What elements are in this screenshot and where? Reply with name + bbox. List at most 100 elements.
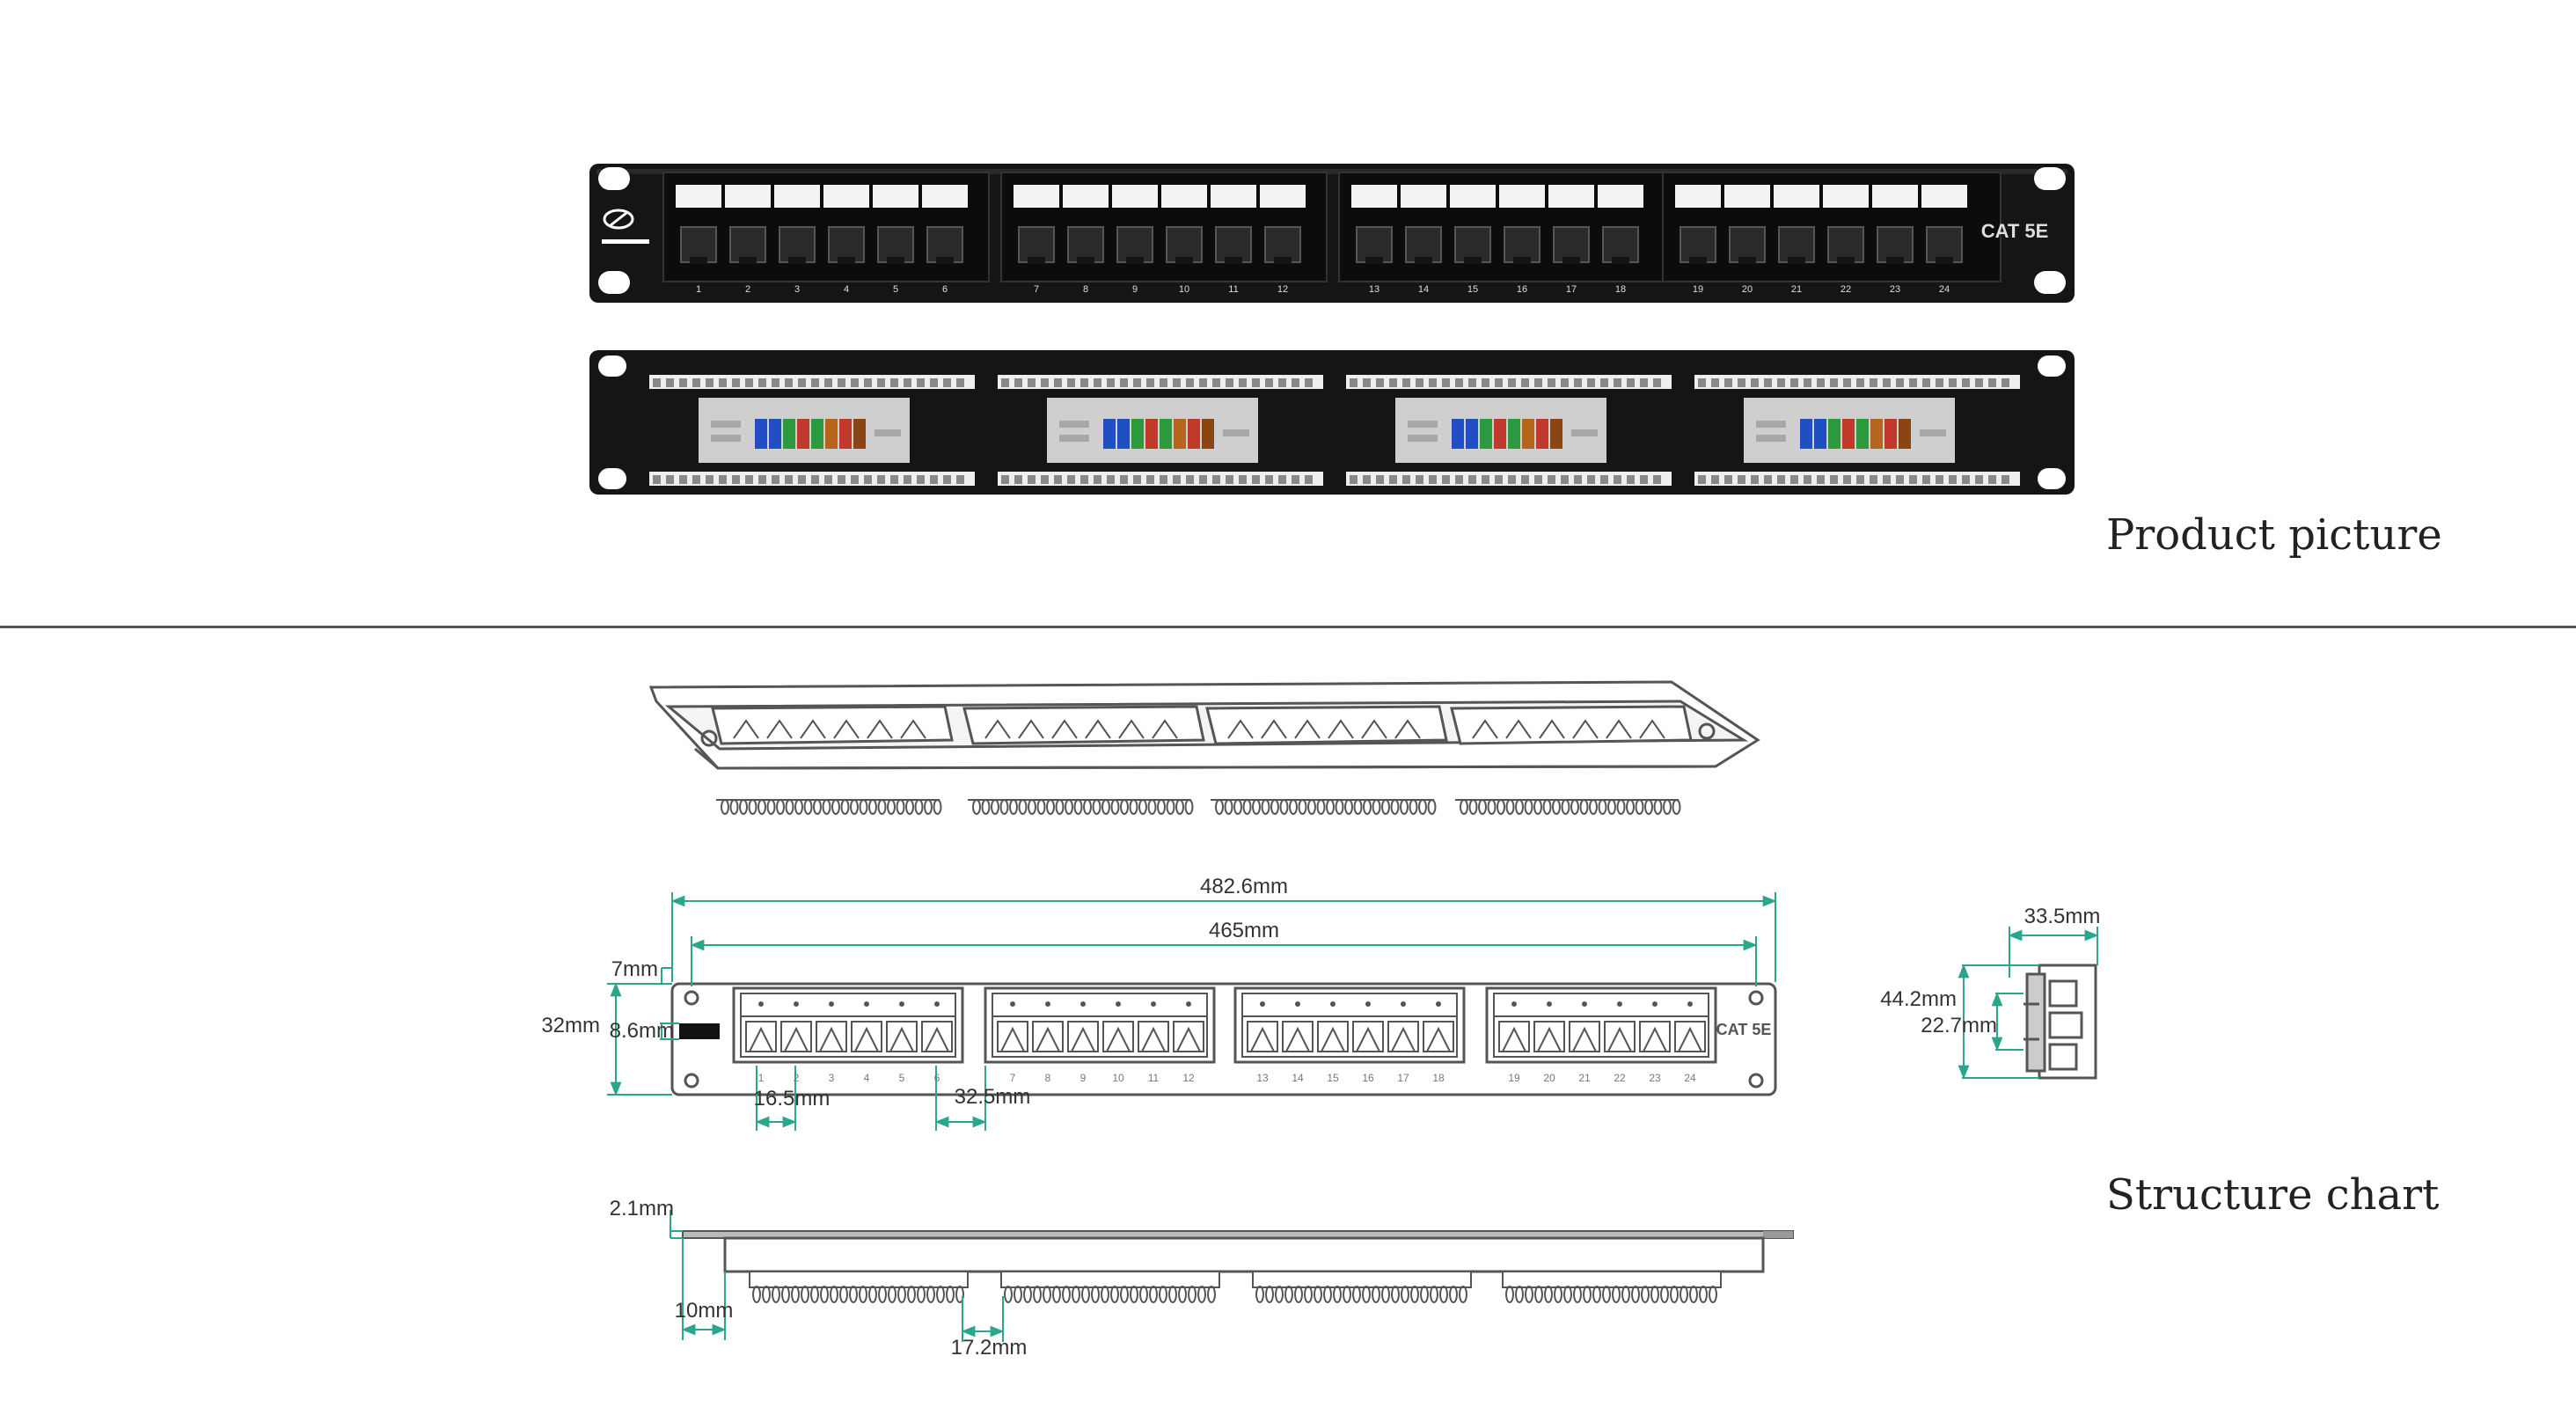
dim-height: 32mm <box>541 1014 600 1037</box>
dim-depth: 33.5mm <box>2024 905 2101 928</box>
port-number: 17 <box>1566 284 1577 295</box>
port-number: 1 <box>758 1072 765 1084</box>
rj45-port-icon <box>680 226 717 264</box>
section-divider <box>0 626 2576 628</box>
dim-side-inner: 22.7mm <box>1921 1014 1997 1037</box>
rear-panel-photo <box>589 350 2075 495</box>
product-picture-caption: Product picture <box>2106 510 2442 560</box>
rj45-port-icon <box>1553 226 1590 264</box>
port-label-window <box>774 185 820 208</box>
label-strip <box>679 1023 720 1039</box>
rj45-port-icon <box>1569 1021 1600 1052</box>
rj45-port-icon <box>1423 1021 1454 1052</box>
rj45-port-icon <box>1454 226 1491 264</box>
port-number: 11 <box>1148 1072 1160 1084</box>
rj45-port-icon <box>1067 226 1104 264</box>
port-number: 3 <box>794 284 800 295</box>
rj45-port-icon <box>779 226 816 264</box>
port-label-window <box>922 185 968 208</box>
rj45-port-icon <box>780 1021 812 1052</box>
rj45-port-icon <box>1102 1021 1134 1052</box>
port-number: 22 <box>1614 1072 1626 1084</box>
port-number: 8 <box>1083 284 1088 295</box>
port-label-window <box>823 185 869 208</box>
rj45-port-icon <box>926 226 963 264</box>
port-number: 1 <box>696 284 701 295</box>
rj45-port-icon <box>828 226 865 264</box>
port-number: 17 <box>1397 1072 1409 1084</box>
port-number: 12 <box>1182 1072 1195 1084</box>
port-label-window <box>1112 185 1158 208</box>
port-number: 6 <box>942 284 948 295</box>
drawing-model-label: CAT 5E <box>1716 1021 1772 1038</box>
port-number: 20 <box>1543 1072 1555 1084</box>
rj45-port-icon <box>1877 226 1914 264</box>
rj45-port-icon <box>886 1021 918 1052</box>
rj45-port-icon <box>1602 226 1639 264</box>
port-number: 7 <box>1034 284 1039 295</box>
rj45-port-icon <box>1352 1021 1384 1052</box>
mount-hole-icon <box>598 356 2066 489</box>
port-number: 16 <box>1517 284 1527 295</box>
port-number: 18 <box>1432 1072 1445 1084</box>
structure-chart-caption: Structure chart <box>2106 1170 2440 1220</box>
port-number: 4 <box>864 1072 870 1084</box>
rj45-port-icon <box>1282 1021 1314 1052</box>
rj45-port-icon <box>997 1021 1028 1052</box>
mount-hole-icon <box>598 167 2066 294</box>
port-number: 24 <box>1684 1072 1696 1084</box>
port-label-window <box>725 185 771 208</box>
rj45-port-icon <box>745 1021 777 1052</box>
port-number: 15 <box>1467 284 1478 295</box>
dim-side-height: 44.2mm <box>1880 987 1957 1011</box>
port-label-window <box>1450 185 1496 208</box>
port-number: 2 <box>794 1072 800 1084</box>
rj45-port-icon <box>1729 226 1766 264</box>
rj45-port-icon <box>1356 226 1393 264</box>
port-number: 6 <box>934 1072 940 1084</box>
port-number: 21 <box>1578 1072 1591 1084</box>
port-label-window <box>1724 185 1770 208</box>
dim-overall-width: 482.6mm <box>1200 875 1288 898</box>
rj45-port-icon <box>1166 226 1203 264</box>
dimension-lines <box>607 892 2099 1342</box>
dim-rear-depth: 10mm <box>675 1299 734 1323</box>
rj45-port-icon <box>1926 226 1963 264</box>
rj45-port-icon <box>1405 226 1442 264</box>
dim-port-pitch: 16.5mm <box>754 1087 831 1110</box>
rj45-port-icon <box>1778 226 1815 264</box>
rj45-port-icon <box>1680 226 1716 264</box>
rj45-port-icon <box>1173 1021 1204 1052</box>
port-number: 7 <box>1010 1072 1016 1084</box>
rj45-port-icon <box>1674 1021 1706 1052</box>
port-label-window <box>1351 185 1397 208</box>
rj45-port-icon <box>1018 226 1055 264</box>
top-view <box>682 1230 1794 1303</box>
port-label-window <box>1401 185 1446 208</box>
port-number: 4 <box>844 284 849 295</box>
port-label-window <box>1921 185 1967 208</box>
port-label-window <box>1014 185 1059 208</box>
rj45-port-icon <box>1264 226 1301 264</box>
port-number: 10 <box>1112 1072 1124 1084</box>
rj45-port-icon <box>1116 226 1153 264</box>
dim-ear-hole: 7mm <box>611 957 658 981</box>
port-label-window <box>676 185 721 208</box>
rj45-port-icon <box>1827 226 1864 264</box>
port-number: 22 <box>1841 284 1851 295</box>
dim-label-height: 8.6mm <box>610 1019 674 1043</box>
port-label-window <box>1499 185 1545 208</box>
logo-icon <box>602 209 649 244</box>
rj45-port-icon <box>1317 1021 1349 1052</box>
port-label-window <box>1161 185 1207 208</box>
port-number: 12 <box>1277 284 1288 295</box>
port-label-window <box>1211 185 1256 208</box>
port-label-window <box>873 185 918 208</box>
port-number: 14 <box>1292 1072 1304 1084</box>
port-number: 13 <box>1369 284 1379 295</box>
port-number: 2 <box>745 284 750 295</box>
port-number: 11 <box>1228 284 1238 295</box>
rj45-port-icon <box>1533 1021 1565 1052</box>
port-label-window <box>1598 185 1643 208</box>
